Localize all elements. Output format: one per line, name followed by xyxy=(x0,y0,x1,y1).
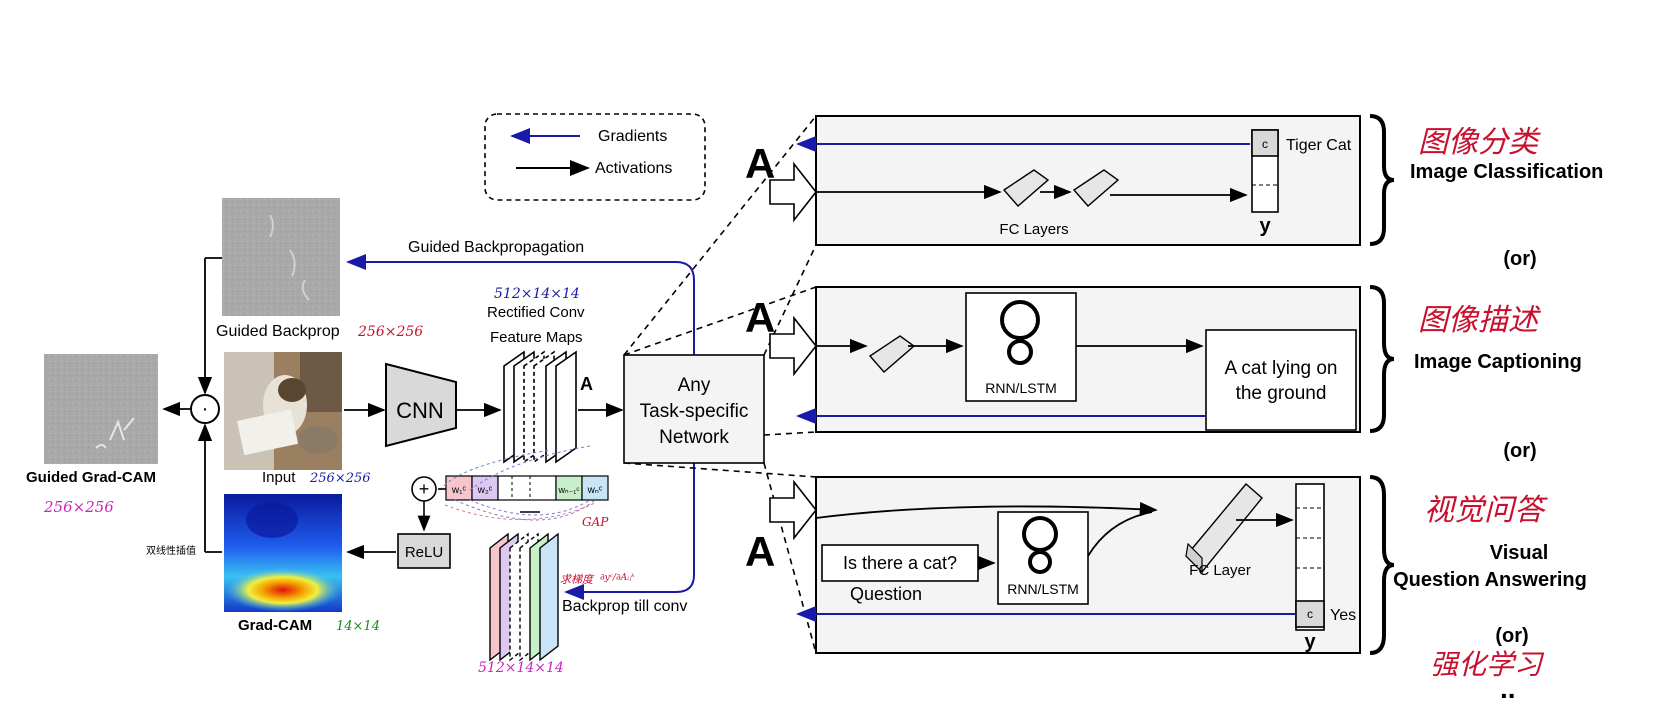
network-line3: Network xyxy=(659,427,729,448)
guided-gradcam-size: 256×256 xyxy=(43,498,114,516)
task1-cn: 图像分类 xyxy=(1418,125,1541,160)
task3-output: Yes xyxy=(1330,607,1356,624)
or-3: (or) xyxy=(1495,625,1528,647)
gradient-stack xyxy=(489,532,559,662)
rl-note: 强化学习 xyxy=(1430,648,1545,681)
task1-output: Tiger Cat xyxy=(1286,137,1352,154)
task2-a: A xyxy=(745,294,775,341)
relu-block xyxy=(397,533,451,569)
backprop-till-conv-arrow xyxy=(564,430,695,600)
weight-n-1: wₙ₋₁ᶜ xyxy=(557,485,579,495)
grad-note: 求梯度 xyxy=(560,573,595,586)
weights-bar xyxy=(445,475,609,501)
fc-layer-1 xyxy=(1002,169,1050,207)
question-box xyxy=(821,544,979,582)
task3-y: y xyxy=(1304,631,1316,653)
caption-rnn-box xyxy=(965,292,1077,402)
feature-size: 512×14×14 xyxy=(494,286,580,302)
weight-2: w₂ᶜ xyxy=(477,485,493,496)
task2-input-arrow xyxy=(769,315,818,377)
brace-2 xyxy=(1369,285,1395,433)
task3-input-arrow xyxy=(769,479,818,541)
grad-formula: ∂yᶜ/∂Aᵢⱼᵏ xyxy=(600,573,635,583)
guided-gradcam-label: Guided Grad-CAM xyxy=(26,469,156,486)
task3-cn: 视觉问答 xyxy=(1424,493,1548,528)
task2-title: Image Captioning xyxy=(1414,351,1582,373)
network-line2: Task-specific xyxy=(640,401,749,422)
task3-a: A xyxy=(745,528,775,575)
task2-caption-line2: the ground xyxy=(1236,383,1327,404)
input-image xyxy=(224,352,342,470)
guided-backprop-arrow xyxy=(346,254,695,404)
gradcam-label: Grad-CAM xyxy=(238,617,312,634)
task1-c: c xyxy=(1262,137,1268,151)
legend-gradients: Gradients xyxy=(598,128,667,145)
legend: Gradients Activations xyxy=(484,113,706,201)
gap-label: GAP xyxy=(582,515,609,529)
task3-question-box: Is there a cat? xyxy=(843,553,957,573)
guided-backprop-title: Guided Backpropagation xyxy=(408,239,584,256)
task1-y: y xyxy=(1259,215,1271,237)
task2-cn: 图像描述 xyxy=(1418,303,1542,338)
network-line1: Any xyxy=(678,375,711,396)
grad-stack-size: 512×14×14 xyxy=(478,660,564,676)
relu-label: ReLU xyxy=(405,544,443,561)
input-label: Input xyxy=(262,469,296,486)
task1-fc-label: FC Layers xyxy=(999,221,1068,238)
feature-maps-stack xyxy=(503,350,577,464)
rectified-line1: Rectified Conv xyxy=(487,304,585,321)
or-1: (or) xyxy=(1503,248,1536,270)
guided-backprop-size: 256×256 xyxy=(357,324,423,340)
task-network-box xyxy=(623,354,765,464)
cnn-block xyxy=(385,362,457,448)
rectified-line2: Feature Maps xyxy=(490,329,583,346)
fan-lines xyxy=(623,115,817,654)
brace-3 xyxy=(1369,475,1395,655)
gradcam-size: 14×14 xyxy=(336,619,380,634)
guided-gradcam-image xyxy=(44,354,158,464)
task3-rnn: RNN/LSTM xyxy=(1007,581,1079,597)
task3-fc: FC Layer xyxy=(1189,562,1251,579)
multiply-node xyxy=(190,394,220,424)
task3-title-line1: Visual xyxy=(1490,542,1549,564)
ellipsis: .. xyxy=(1500,673,1516,702)
bilinear-note: 双线性插值 xyxy=(146,544,196,557)
sum-symbol: + xyxy=(419,479,430,499)
multiply-symbol: · xyxy=(202,398,209,420)
brace-1 xyxy=(1369,114,1395,246)
task3-title-line2: Question Answering xyxy=(1393,569,1587,591)
weight-n: wₙᶜ xyxy=(587,485,603,496)
task3-question-label: Question xyxy=(850,584,922,604)
task2-caption-line1: A cat lying on xyxy=(1224,358,1337,379)
caption-output-box xyxy=(1205,329,1357,431)
feature-a-label: A xyxy=(580,374,593,394)
weight-1: w₁ᶜ xyxy=(451,485,467,496)
caption-rnn-loop xyxy=(1000,300,1040,340)
task1-input-arrow xyxy=(769,161,818,223)
guided-backprop-label: Guided Backprop xyxy=(216,323,340,340)
task2-rnn: RNN/LSTM xyxy=(985,380,1057,396)
task3-c: c xyxy=(1307,607,1313,621)
backprop-till-conv: Backprop till conv xyxy=(562,598,687,615)
task1-title: Image Classification xyxy=(1410,161,1603,183)
input-size: 256×256 xyxy=(309,471,371,486)
fc-layer-2 xyxy=(1072,169,1120,207)
legend-activations: Activations xyxy=(595,160,672,177)
or-2: (or) xyxy=(1503,440,1536,462)
vqa-rnn-box xyxy=(997,511,1089,605)
task1-a: A xyxy=(745,140,775,187)
guided-backprop-image xyxy=(222,198,340,316)
cnn-label: CNN xyxy=(396,398,444,423)
gradcam-heatmap xyxy=(224,494,342,612)
